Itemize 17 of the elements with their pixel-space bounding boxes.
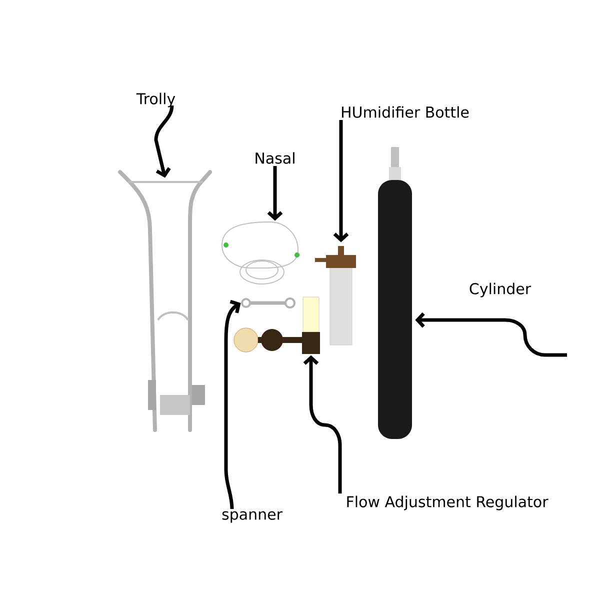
nasal-cannula-drawing xyxy=(222,222,300,284)
part-label: Flow Adjustment Regulator xyxy=(347,496,548,510)
part-label: Nasal xyxy=(256,152,294,164)
part-label: Trolly xyxy=(136,92,176,108)
arrow xyxy=(154,105,174,178)
part-label: spanner xyxy=(222,511,282,523)
arrow xyxy=(224,300,241,510)
arrow xyxy=(303,355,342,494)
arrow xyxy=(333,120,349,242)
arrow xyxy=(415,312,567,357)
part-label: Cylinder xyxy=(470,282,532,298)
cylinder-drawing xyxy=(378,147,412,439)
regulator-drawing xyxy=(234,296,320,354)
arrow xyxy=(267,166,283,221)
trolley-drawing xyxy=(118,170,212,432)
part-label: HUmidifier Bottle xyxy=(342,106,469,118)
humidifier-bottle-drawing xyxy=(315,246,356,346)
